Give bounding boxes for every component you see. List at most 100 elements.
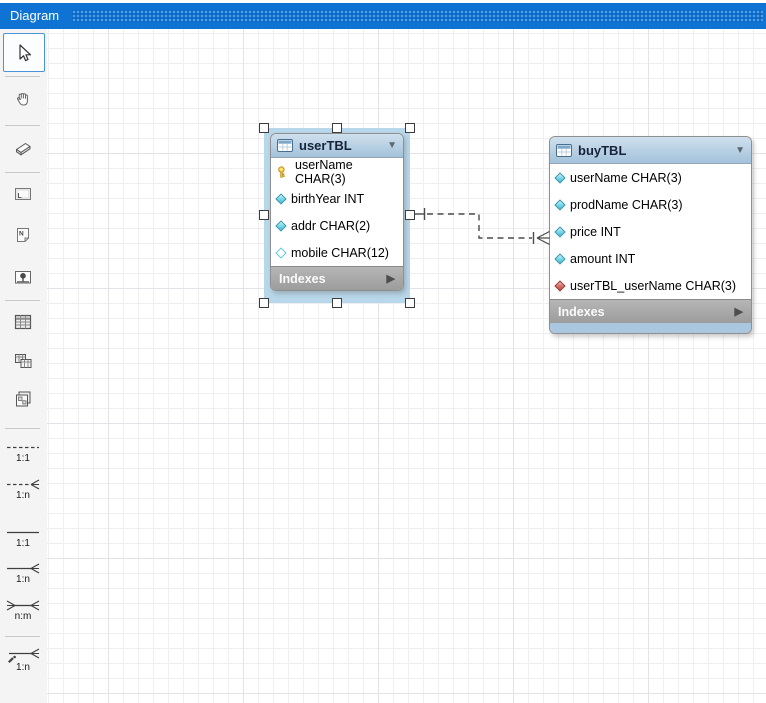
selection-handle-top-left[interactable] <box>259 123 269 133</box>
rel-tool-label: 1:1 <box>16 452 30 464</box>
column-row-addr[interactable]: addr CHAR(2) <box>271 212 403 239</box>
table-icon <box>14 314 32 330</box>
image-icon <box>15 271 31 284</box>
not-null-column-icon <box>554 252 566 265</box>
column-label: mobile CHAR(12) <box>291 245 389 260</box>
rel-tool-label: n:m <box>14 610 32 622</box>
collapse-arrow-icon[interactable]: ▼ <box>387 140 397 151</box>
note-icon: N <box>17 228 29 242</box>
rel-1-1-identifying-button[interactable]: 1:1 <box>3 519 43 555</box>
column-label: userTBL_userName CHAR(3) <box>570 278 737 293</box>
routine-group-tool-button[interactable] <box>3 381 43 417</box>
not-null-column-icon <box>554 198 566 211</box>
not-null-column-icon <box>554 225 566 238</box>
rel-1-1-non-identifying-button[interactable]: 1:1 <box>3 434 43 470</box>
table-header-userTBL[interactable]: userTBL ▼ <box>271 134 403 158</box>
one-to-one-dashed-icon <box>7 446 39 448</box>
foreign-key-column-icon <box>554 279 566 292</box>
selection-handle-middle-left[interactable] <box>259 210 269 220</box>
toolbar-separator <box>5 300 40 301</box>
pan-tool-button[interactable] <box>3 81 43 117</box>
one-to-many-dashed-icon <box>7 479 40 489</box>
table-header-buyTBL[interactable]: buyTBL ▼ <box>550 137 751 164</box>
not-null-column-icon <box>554 171 566 184</box>
hand-icon <box>17 93 28 106</box>
rel-n-m-identifying-button[interactable]: n:m <box>3 592 43 628</box>
collapse-arrow-icon[interactable]: ▼ <box>735 144 745 156</box>
column-row-userName[interactable]: userName CHAR(3) <box>550 164 751 191</box>
column-row-userTBL_userName[interactable]: userTBL_userName CHAR(3) <box>550 272 751 299</box>
svg-text:L: L <box>18 193 23 200</box>
expand-right-icon: ▶ <box>734 306 743 318</box>
toolbar-separator <box>5 76 40 77</box>
rel-tool-label: 1:n <box>16 489 30 501</box>
column-label: amount INT <box>570 251 636 266</box>
column-label: birthYear INT <box>291 191 365 206</box>
table-title: userTBL <box>299 138 352 153</box>
rel-tool-label: 1:1 <box>16 537 30 549</box>
small-table-icon <box>277 139 293 152</box>
column-label: addr CHAR(2) <box>291 218 371 233</box>
table-title: buyTBL <box>578 142 627 158</box>
toolbar-separator <box>5 636 40 637</box>
selection-handle-middle-right[interactable] <box>405 210 415 220</box>
one-to-many-pick-columns-icon <box>8 648 40 663</box>
note-tool-button[interactable]: N <box>3 217 43 253</box>
rel-1-n-existing-columns-button[interactable]: 1:n <box>3 642 43 678</box>
primary-key-icon <box>278 165 285 178</box>
table-tool-button[interactable] <box>3 304 43 340</box>
nullable-column-icon <box>275 246 287 259</box>
table-footer-strip <box>550 323 751 333</box>
column-row-amount[interactable]: amount INT <box>550 245 751 272</box>
image-tool-button[interactable] <box>3 259 43 295</box>
eraser-tool-button[interactable] <box>3 130 43 166</box>
not-null-column-icon <box>275 192 287 205</box>
cursor-arrow-icon <box>19 43 32 61</box>
selection-handle-bottom-middle[interactable] <box>332 298 342 308</box>
column-label: userName CHAR(3) <box>570 170 682 185</box>
diagram-tab-bar: Diagram <box>0 3 766 29</box>
many-to-many-icon <box>6 600 40 610</box>
rel-1-n-non-identifying-button[interactable]: 1:n <box>3 471 43 507</box>
column-row-prodName[interactable]: prodName CHAR(3) <box>550 191 751 218</box>
table-buyTBL[interactable]: buyTBL ▼ userName CHAR(3) prodName CHAR(… <box>549 136 752 334</box>
indexes-label: Indexes <box>558 304 605 319</box>
diagram-toolbar: L N <box>0 29 48 703</box>
selection-handle-bottom-left[interactable] <box>259 298 269 308</box>
column-label: userName CHAR(3) <box>295 157 353 186</box>
indexes-label: Indexes <box>279 271 326 286</box>
column-row-birthYear[interactable]: birthYear INT <box>271 185 403 212</box>
rel-tool-label: 1:n <box>16 662 30 673</box>
tab-bar-texture <box>72 10 763 22</box>
view-tool-button[interactable] <box>3 343 43 379</box>
one-to-one-solid-icon <box>7 531 39 533</box>
eraser-icon <box>16 143 31 156</box>
toolbar-separator <box>5 125 40 126</box>
column-row-mobile[interactable]: mobile CHAR(12) <box>271 239 403 266</box>
small-table-icon <box>556 143 572 157</box>
select-tool-button[interactable] <box>3 33 45 72</box>
selection-handle-top-middle[interactable] <box>332 123 342 133</box>
view-icon <box>15 354 32 368</box>
column-label: prodName CHAR(3) <box>570 197 683 212</box>
rel-tool-label: 1:n <box>16 573 30 585</box>
expand-right-icon: ▶ <box>386 273 395 285</box>
selection-handle-bottom-right[interactable] <box>405 298 415 308</box>
svg-text:N: N <box>19 231 24 238</box>
column-row-userName[interactable]: userName CHAR(3) <box>271 157 403 186</box>
layer-tool-button[interactable]: L <box>3 176 43 212</box>
column-row-price[interactable]: price INT <box>550 218 751 245</box>
layer-icon: L <box>15 188 31 200</box>
toolbar-separator <box>5 428 40 429</box>
one-to-many-solid-icon <box>7 563 40 573</box>
selection-handle-top-right[interactable] <box>405 123 415 133</box>
toolbar-separator <box>5 172 40 173</box>
indexes-section-userTBL[interactable]: Indexes ▶ <box>271 266 403 290</box>
diagram-tab[interactable]: Diagram <box>10 8 60 23</box>
table-userTBL[interactable]: userTBL ▼ userName CHAR(3) birthYear INT… <box>270 133 404 291</box>
rel-1-n-identifying-button[interactable]: 1:n <box>3 555 43 591</box>
column-label: price INT <box>570 224 621 239</box>
not-null-column-icon <box>275 219 287 232</box>
indexes-section-buyTBL[interactable]: Indexes ▶ <box>550 299 751 323</box>
